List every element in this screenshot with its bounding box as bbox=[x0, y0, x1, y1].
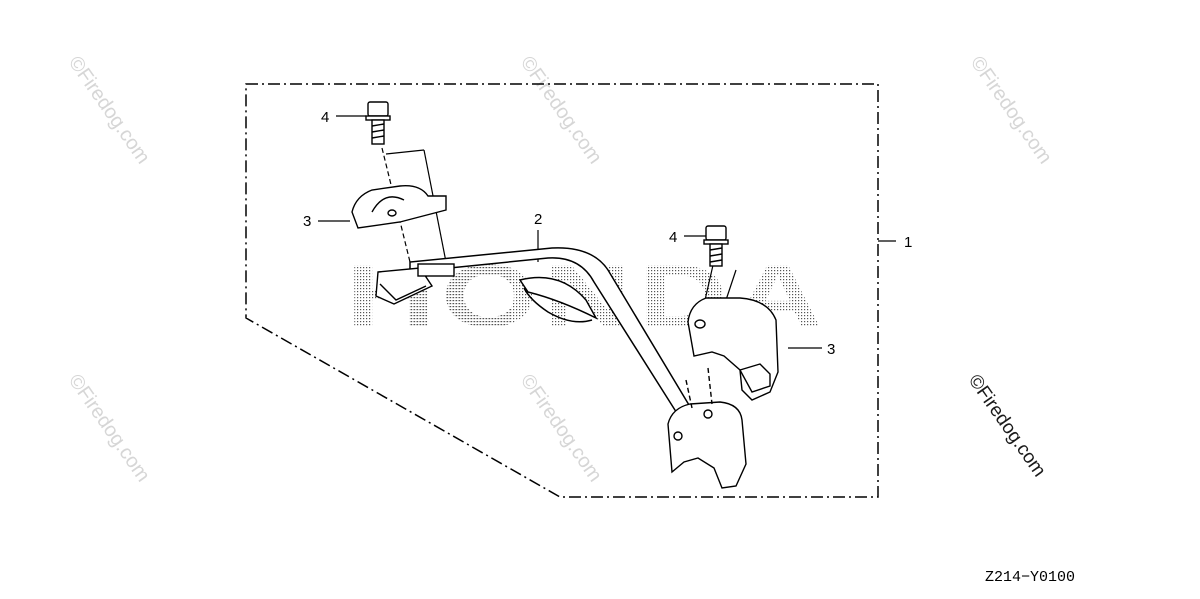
callout-clamp-right: 3 bbox=[827, 341, 835, 358]
callout-handle: 2 bbox=[534, 211, 542, 228]
assembly-outline bbox=[245, 83, 879, 498]
callout-clamp-left: 3 bbox=[303, 213, 311, 230]
leader-lines bbox=[318, 115, 896, 349]
copyright-watermark: ©Firedog.com bbox=[516, 52, 606, 168]
callout-bolt-left: 4 bbox=[321, 109, 329, 126]
copyright-watermark: ©Firedog.com bbox=[964, 371, 1050, 481]
clamp-left-lower bbox=[375, 263, 455, 305]
copyright-watermark: ©Firedog.com bbox=[516, 370, 606, 486]
copyright-watermark: ©Firedog.com bbox=[64, 52, 154, 168]
reference-code: Z214−Y0100 bbox=[985, 569, 1075, 586]
bolt-right bbox=[703, 225, 729, 267]
bolt-left bbox=[365, 101, 391, 145]
clamp-right-upper bbox=[687, 297, 779, 401]
copyright-watermark: ©Firedog.com bbox=[966, 52, 1056, 168]
callout-bolt-right: 4 bbox=[669, 229, 677, 246]
clamp-right-lower bbox=[667, 367, 747, 489]
copyright-watermark: ©Firedog.com bbox=[64, 370, 154, 486]
callout-assembly: 1 bbox=[904, 234, 912, 251]
clamp-left-upper bbox=[351, 185, 447, 229]
